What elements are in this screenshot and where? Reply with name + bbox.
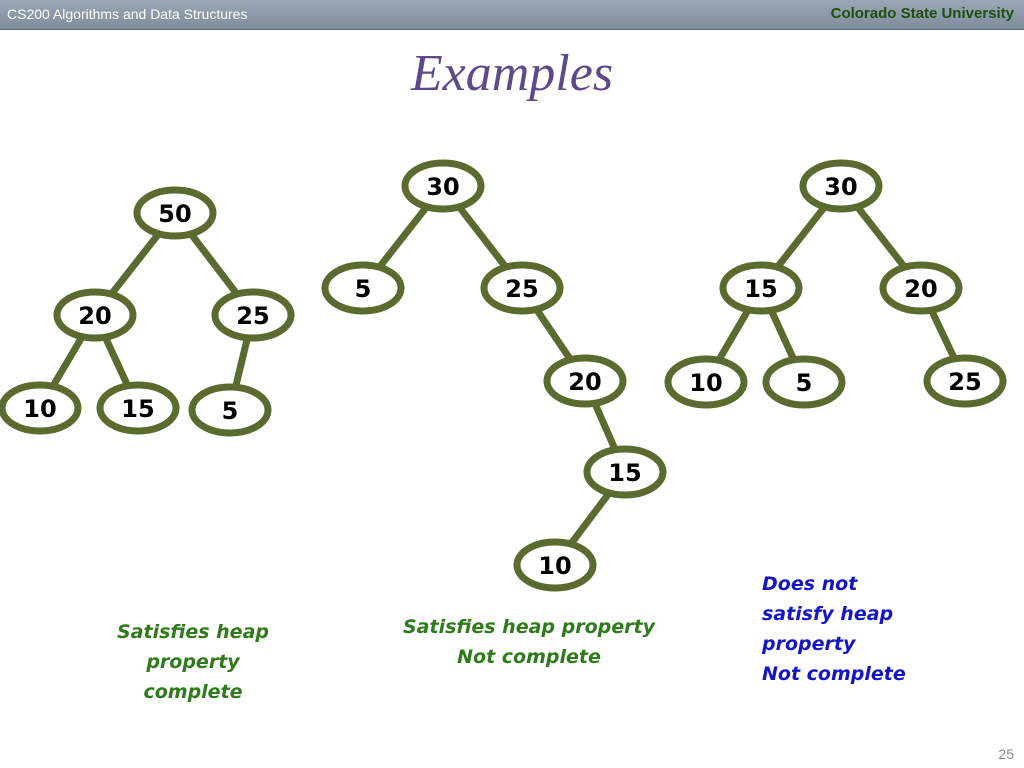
heap-tree-2: 30 5 25 20 15 10 bbox=[321, 159, 667, 592]
heap-tree-3: 30 15 20 10 5 25 bbox=[664, 159, 1007, 409]
tree-node bbox=[0, 381, 82, 435]
tree-node bbox=[879, 261, 963, 315]
caption-line: satisfy heap bbox=[762, 603, 894, 625]
tree-node bbox=[53, 288, 137, 342]
caption-tree-2: Satisfies heap property Not complete bbox=[384, 612, 674, 672]
tree-node bbox=[401, 159, 485, 213]
caption-line: Satisfies heap property bbox=[403, 616, 655, 638]
tree-node-label: 20 bbox=[568, 368, 601, 396]
tree-node bbox=[583, 445, 667, 499]
tree-node-label: 20 bbox=[904, 275, 937, 303]
tree-node bbox=[321, 261, 405, 315]
tree-node-label: 30 bbox=[824, 173, 857, 201]
tree-node-label: 25 bbox=[505, 275, 538, 303]
tree-node-label: 20 bbox=[78, 302, 111, 330]
caption-line: Not complete bbox=[762, 663, 906, 685]
tree-node bbox=[762, 355, 846, 409]
course-name: CS200 Algorithms and Data Structures bbox=[7, 6, 248, 22]
university-name: Colorado State University bbox=[830, 5, 1014, 22]
tree-node-label: 15 bbox=[121, 395, 154, 423]
tree-node bbox=[188, 383, 272, 437]
tree-node bbox=[133, 186, 217, 240]
tree-node-label: 15 bbox=[744, 275, 777, 303]
caption-tree-1: Satisfies heap property complete bbox=[98, 617, 288, 707]
tree-node bbox=[543, 354, 627, 408]
tree-node-label: 50 bbox=[158, 200, 191, 228]
caption-line: Not complete bbox=[457, 646, 601, 668]
caption-line: property bbox=[762, 633, 856, 655]
caption-line: Does not bbox=[762, 573, 858, 595]
tree-node bbox=[480, 261, 564, 315]
tree-node-label: 5 bbox=[796, 369, 813, 397]
tree-node-label: 10 bbox=[689, 369, 722, 397]
tree-node-label: 25 bbox=[236, 302, 269, 330]
page-number: 25 bbox=[998, 746, 1014, 762]
tree-node bbox=[799, 159, 883, 213]
tree-node bbox=[96, 381, 180, 435]
tree-node-label: 10 bbox=[538, 552, 571, 580]
caption-line: Satisfies heap bbox=[116, 621, 269, 643]
tree-node bbox=[513, 538, 597, 592]
caption-tree-3: Does not satisfy heap property Not compl… bbox=[762, 569, 962, 689]
tree-node-label: 15 bbox=[608, 459, 641, 487]
caption-line: property bbox=[146, 651, 240, 673]
slide-title: Examples bbox=[410, 45, 614, 102]
tree-node-label: 25 bbox=[948, 368, 981, 396]
tree-node-label: 5 bbox=[222, 397, 239, 425]
caption-line: complete bbox=[143, 681, 243, 703]
tree-node bbox=[211, 288, 295, 342]
heap-tree-1: 50 20 25 10 15 5 bbox=[0, 186, 295, 437]
tree-node-label: 5 bbox=[355, 275, 372, 303]
tree-node-label: 10 bbox=[23, 395, 56, 423]
tree-node bbox=[923, 354, 1007, 408]
tree-node-label: 30 bbox=[426, 173, 459, 201]
tree-node bbox=[719, 261, 803, 315]
tree-node bbox=[664, 355, 748, 409]
slide-header: CS200 Algorithms and Data Structures Col… bbox=[0, 0, 1024, 30]
